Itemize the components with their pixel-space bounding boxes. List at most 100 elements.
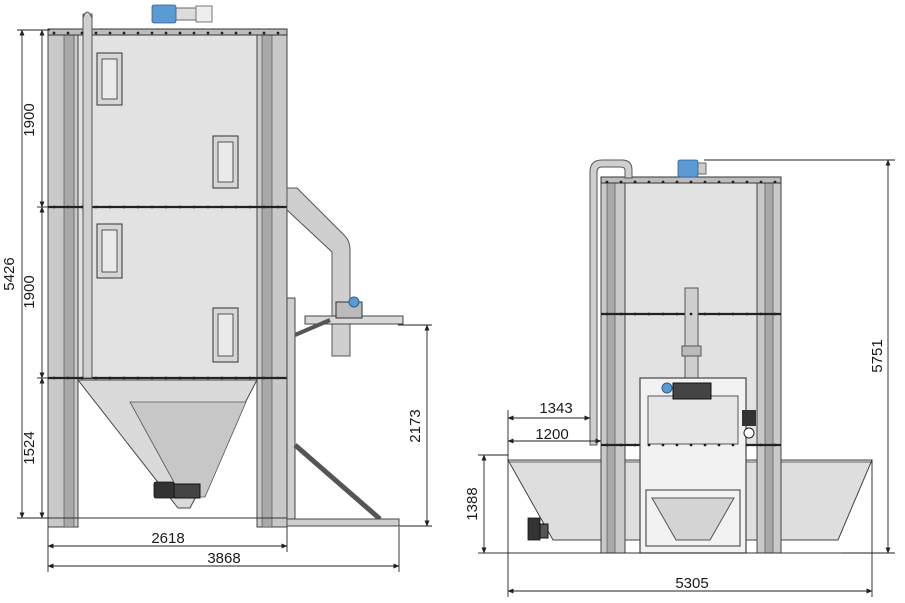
bolt bbox=[262, 376, 266, 380]
bolt bbox=[661, 180, 665, 184]
support-brace bbox=[293, 443, 382, 521]
bolt bbox=[122, 376, 126, 380]
hopper-panel bbox=[129, 401, 247, 498]
bolt bbox=[80, 376, 84, 380]
bolt bbox=[206, 376, 210, 380]
bolt bbox=[633, 443, 637, 447]
bolt bbox=[80, 205, 84, 209]
bolt bbox=[262, 31, 266, 35]
bolt bbox=[703, 180, 707, 184]
bolt bbox=[206, 205, 210, 209]
bolt bbox=[276, 205, 280, 209]
bolt bbox=[745, 443, 749, 447]
bolt bbox=[150, 376, 154, 380]
discharge-station-motor bbox=[672, 382, 712, 400]
dim-section-cone: 1524 bbox=[21, 431, 38, 464]
dim-base-width: 2618 bbox=[151, 530, 184, 547]
bolt bbox=[248, 376, 252, 380]
bolt bbox=[164, 376, 168, 380]
bolt bbox=[605, 312, 609, 316]
hopper-motor bbox=[153, 481, 201, 499]
right-silo-view bbox=[478, 159, 873, 554]
dim-overall-width-right: 5305 bbox=[675, 575, 708, 592]
bolt bbox=[745, 180, 749, 184]
dim-total-height-right: 5751 bbox=[869, 339, 886, 372]
platform-brace bbox=[294, 318, 331, 337]
bolt bbox=[619, 312, 623, 316]
inspection-door-2 bbox=[212, 135, 239, 189]
bolt bbox=[703, 312, 707, 316]
dim-section-middle: 1900 bbox=[21, 275, 38, 308]
bolt bbox=[717, 180, 721, 184]
bolt bbox=[689, 312, 693, 316]
bolt bbox=[731, 180, 735, 184]
bolt bbox=[759, 312, 763, 316]
bolt bbox=[52, 31, 56, 35]
bolt bbox=[192, 376, 196, 380]
bolt bbox=[661, 443, 665, 447]
bolt bbox=[150, 31, 154, 35]
bolt bbox=[178, 31, 182, 35]
right-dimensions: 5751 1388 1343 1200 5305 bbox=[464, 159, 895, 597]
inspection-door-4 bbox=[212, 307, 239, 363]
left-leg-inner bbox=[63, 32, 75, 528]
bolt bbox=[136, 376, 140, 380]
bolt bbox=[605, 180, 609, 184]
bolt bbox=[703, 443, 707, 447]
bolt bbox=[248, 31, 252, 35]
dim-tray-height: 1388 bbox=[464, 487, 481, 520]
discharge-station-head bbox=[647, 395, 739, 445]
bolt bbox=[220, 31, 224, 35]
bolt bbox=[52, 376, 56, 380]
fill-pipe-bend bbox=[82, 11, 93, 19]
discharge-pipe bbox=[286, 187, 351, 357]
bolt bbox=[52, 205, 56, 209]
bolt bbox=[234, 376, 238, 380]
top-motor bbox=[151, 4, 213, 24]
bolt bbox=[647, 312, 651, 316]
inspection-door-3 bbox=[96, 223, 123, 279]
bolt bbox=[94, 31, 98, 35]
bolt bbox=[675, 180, 679, 184]
bolt bbox=[192, 31, 196, 35]
bolt bbox=[759, 443, 763, 447]
bolt bbox=[192, 205, 196, 209]
tray-motor bbox=[527, 517, 549, 541]
support-post bbox=[286, 297, 296, 527]
valve-actuator bbox=[348, 296, 360, 308]
support-base bbox=[286, 518, 400, 527]
bolt bbox=[220, 205, 224, 209]
bolt bbox=[122, 31, 126, 35]
bolt bbox=[94, 205, 98, 209]
left-silo-view bbox=[40, 4, 404, 528]
bolt bbox=[689, 180, 693, 184]
bolt bbox=[759, 180, 763, 184]
bolt bbox=[136, 205, 140, 209]
bolt bbox=[675, 312, 679, 316]
bolt bbox=[633, 180, 637, 184]
bolt bbox=[108, 205, 112, 209]
bolt bbox=[136, 31, 140, 35]
bolt bbox=[150, 205, 154, 209]
bolt bbox=[661, 312, 665, 316]
bolt bbox=[164, 205, 168, 209]
bolt bbox=[178, 205, 182, 209]
central-pipe bbox=[684, 287, 699, 389]
bolt bbox=[717, 443, 721, 447]
bolt bbox=[717, 312, 721, 316]
dim-section-top: 1900 bbox=[21, 103, 38, 136]
bolt bbox=[108, 376, 112, 380]
right-view-top-motor bbox=[677, 159, 707, 178]
bolt bbox=[80, 31, 84, 35]
bolt bbox=[619, 443, 623, 447]
bolt bbox=[647, 443, 651, 447]
bolt bbox=[108, 31, 112, 35]
left-dimensions: 5426 1900 1900 1524 2173 2618 3868 bbox=[1, 29, 432, 572]
bolt bbox=[633, 312, 637, 316]
bolt bbox=[773, 180, 777, 184]
bolt bbox=[206, 31, 210, 35]
bolt bbox=[164, 31, 168, 35]
bolt bbox=[773, 312, 777, 316]
dim-total-height: 5426 bbox=[1, 257, 18, 290]
